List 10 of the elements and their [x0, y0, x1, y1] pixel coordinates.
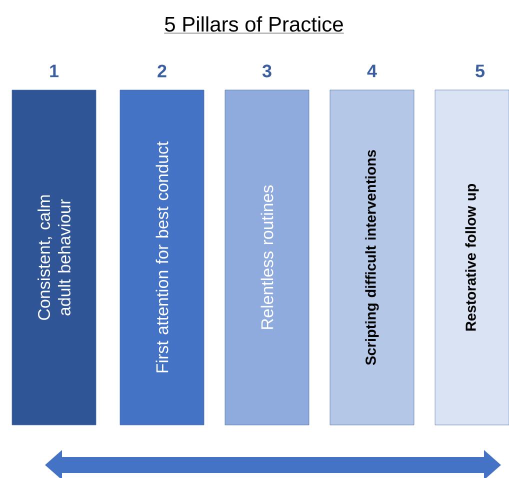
pillar-box: 1 Consistent, calm adult behaviour — [12, 64, 96, 426]
pillar-box: 3 Relentless routines — [224, 64, 310, 426]
node-label: 4 — [367, 64, 377, 78]
node-label: 2 — [158, 64, 166, 78]
pillar-box: 5 Restorative follow up — [434, 64, 509, 426]
node-label: 1 — [50, 64, 59, 78]
pillar-box: 4 Scripting difficult interventions — [330, 64, 414, 426]
node-label: 3 — [262, 64, 272, 78]
title: 5 Pillars of Practice — [164, 16, 344, 34]
node-label: 5 — [476, 64, 485, 78]
